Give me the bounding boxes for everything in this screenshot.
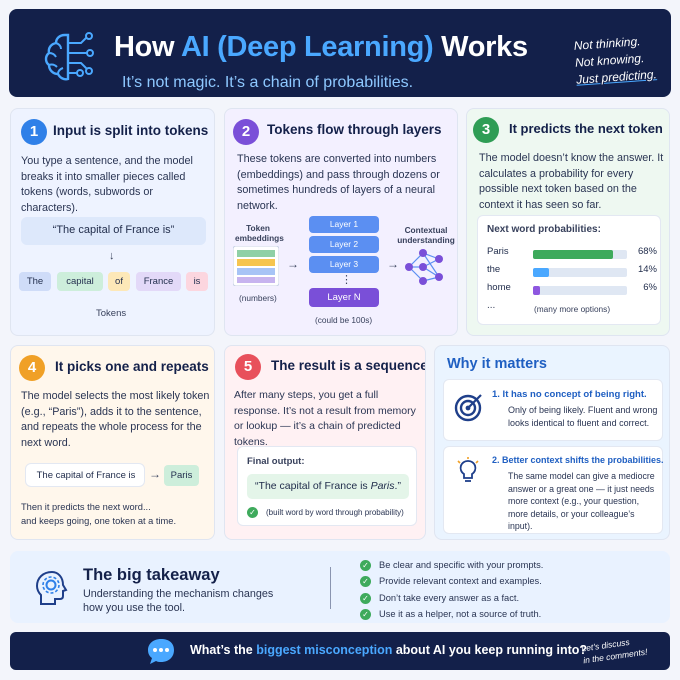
- step-description: These tokens are converted into numbers …: [237, 153, 440, 212]
- layer-box: Layer 1: [309, 216, 379, 233]
- check-icon: ✓: [360, 576, 371, 588]
- probability-row: the 14%: [487, 264, 657, 277]
- step-card-3: 3 It predicts the next token The model d…: [466, 108, 670, 336]
- token-chip: is: [186, 272, 208, 291]
- probabilities-title: Next word probabilities:: [487, 224, 601, 235]
- token-chip: capital: [57, 272, 103, 291]
- final-output-text: “The capital of France is Paris.”: [247, 474, 409, 499]
- matters-point: 1. It has no concept of being right. Onl…: [443, 379, 663, 441]
- step-title: Input is split into tokens: [53, 123, 209, 138]
- more-options-caption: (many more options): [534, 304, 611, 314]
- step-title: It predicts the next token: [509, 121, 663, 136]
- step-description: The model selects the most likely token …: [21, 390, 210, 449]
- right-arrow-icon: →: [287, 257, 299, 271]
- step-number-badge: 3: [473, 117, 499, 143]
- step-card-1: 1 Input is split into tokens You type a …: [10, 108, 215, 336]
- final-output-box: Final output: “The capital of France is …: [237, 446, 417, 526]
- probability-bar: [533, 250, 613, 259]
- step-number-badge: 2: [233, 119, 259, 145]
- matters-point-body: The same model can give a mediocre answe…: [508, 471, 655, 532]
- embeddings-grid-icon: [233, 246, 279, 286]
- takeaway-title: The big takeaway: [83, 566, 220, 584]
- takeaway-subtitle: Understanding the mechanism changes how …: [83, 588, 274, 614]
- ellipsis-icon: ⋮: [341, 274, 352, 286]
- brain-circuit-icon: [44, 32, 94, 81]
- tokens-caption: Tokens: [96, 308, 127, 319]
- input-sentence-box: “The capital of France is”: [21, 217, 206, 245]
- check-icon: ✓: [360, 609, 371, 621]
- repeat-note: Then it predicts the next word... and ke…: [21, 502, 177, 526]
- step-number-badge: 1: [21, 119, 47, 145]
- matters-point: 2. Better context shifts the probabiliti…: [443, 446, 664, 534]
- check-icon: ✓: [360, 560, 371, 572]
- more-dots: ...: [487, 300, 496, 311]
- probability-bar: [533, 286, 540, 295]
- token-chip: of: [108, 272, 130, 291]
- tip-item: ✓Use it as a helper, not a source of tru…: [360, 609, 541, 621]
- lightbulb-icon: [457, 457, 479, 482]
- tip-item: ✓Be clear and specific with your prompts…: [360, 560, 543, 572]
- step-card-5: 5 The result is a sequence After many st…: [224, 345, 426, 540]
- head-gear-icon: [35, 570, 68, 605]
- layer-box: Layer N: [309, 288, 379, 307]
- down-arrow-icon: ↓: [109, 250, 115, 262]
- picked-token: Paris: [164, 465, 199, 486]
- tip-item: ✓Don’t take every answer as a fact.: [360, 593, 519, 605]
- step-number-badge: 4: [19, 355, 45, 381]
- step-number-badge: 5: [235, 354, 261, 380]
- tip-item: ✓Provide relevant context and examples.: [360, 576, 542, 588]
- layers-caption: (could be 100s): [315, 315, 373, 325]
- layer-box: Layer 3: [309, 256, 379, 273]
- step-card-4: 4 It picks one and repeats The model sel…: [10, 345, 215, 540]
- probability-row: Paris 68%: [487, 246, 657, 259]
- header-banner: How AI (Deep Learning) Works It’s not ma…: [9, 9, 671, 97]
- step-card-2: 2 Tokens flow through layers These token…: [224, 108, 458, 336]
- why-title: Why it matters: [447, 356, 547, 372]
- footer-question: What’s the biggest misconception about A…: [190, 643, 588, 657]
- token-chip: France: [136, 272, 181, 291]
- step-title: The result is a sequence: [271, 358, 426, 373]
- step-title: Tokens flow through layers: [267, 122, 442, 137]
- page-subtitle: It’s not magic. It’s a chain of probabil…: [122, 74, 414, 91]
- check-icon: ✓: [247, 507, 258, 519]
- page-title: How AI (Deep Learning) Works: [114, 31, 528, 63]
- embeddings-caption: (numbers): [239, 293, 277, 303]
- chat-bubble-icon: [148, 639, 174, 664]
- right-arrow-icon: →: [387, 257, 399, 271]
- probability-row: home 6%: [487, 282, 657, 295]
- token-chip: The: [19, 272, 51, 291]
- step-description: You type a sentence, and the model break…: [21, 155, 193, 214]
- step-title: It picks one and repeats: [55, 359, 209, 374]
- footer-banner: What’s the biggest misconception about A…: [10, 632, 670, 670]
- header-side-note: Not thinking. Not knowing. Just predicti…: [573, 34, 658, 87]
- step-description: After many steps, you get a full respons…: [234, 389, 416, 448]
- matters-point-title: 2. Better context shifts the probabiliti…: [492, 455, 664, 465]
- matters-point-title: 1. It has no concept of being right.: [492, 389, 647, 400]
- embeddings-label: Token embeddings: [235, 223, 284, 243]
- neural-network-icon: [405, 249, 443, 285]
- final-output-label: Final output:: [247, 456, 305, 467]
- step-description: The model doesn’t know the answer. It ca…: [479, 152, 664, 211]
- divider: [330, 567, 331, 609]
- final-output-note: ✓(built word by word through probability…: [247, 507, 404, 519]
- layer-box: Layer 2: [309, 236, 379, 253]
- matters-point-body: Only of being likely. Fluent and wrong l…: [508, 405, 658, 428]
- probabilities-box: Next word probabilities: Paris 68% the 1…: [477, 215, 661, 325]
- probability-bar: [533, 268, 549, 277]
- right-arrow-icon: →: [149, 467, 161, 481]
- sentence-box: The capital of France is: [25, 463, 145, 487]
- contextual-label: Contextual understanding: [397, 225, 455, 245]
- target-icon: [454, 394, 482, 422]
- takeaway-panel: The big takeaway Understanding the mecha…: [10, 551, 670, 623]
- why-it-matters-card: Why it matters 1. It has no concept of b…: [434, 345, 670, 540]
- check-icon: ✓: [360, 593, 371, 605]
